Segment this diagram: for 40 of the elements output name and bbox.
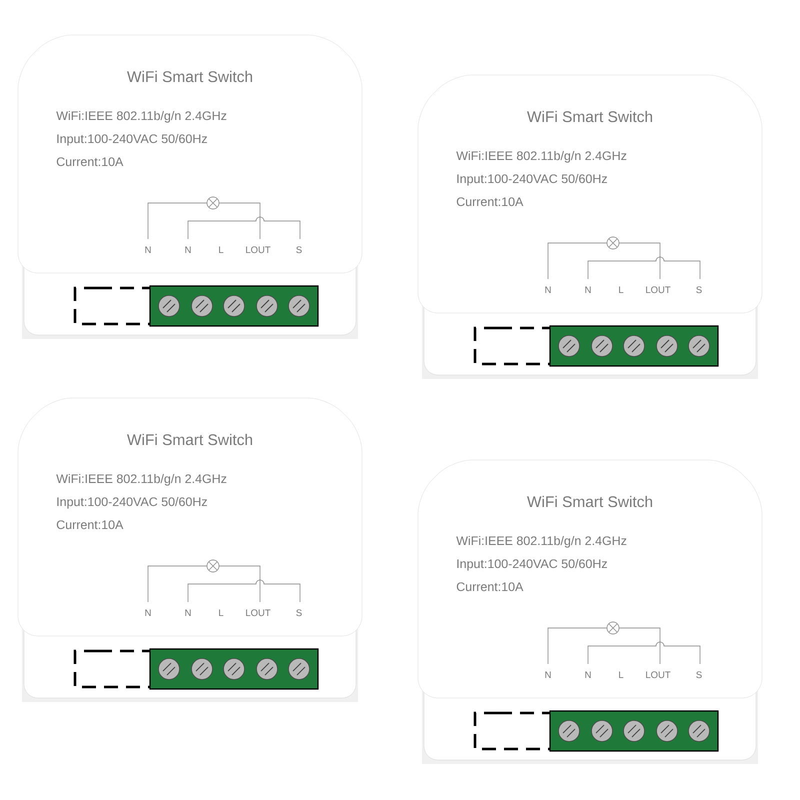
spec-text: Input:100-240VAC 50/60Hz xyxy=(457,558,607,571)
spec-text: Current:10A xyxy=(56,157,124,166)
spec-text: WiFi:IEEE 802.11b/g/n 2.4GHz xyxy=(56,110,226,123)
terminal-label: N xyxy=(185,246,191,253)
module-title: WiFi Smart Switch xyxy=(127,434,252,446)
terminal-label: N xyxy=(145,610,151,616)
terminal-label: S xyxy=(296,246,302,254)
terminal-label: L xyxy=(219,246,224,253)
terminal-label: LOUT xyxy=(246,246,270,254)
spec-text: Input:100-240VAC 50/60Hz xyxy=(57,134,207,146)
terminal-label: N xyxy=(545,672,551,678)
terminal-label: S xyxy=(296,609,302,616)
spec-text: WiFi:IEEE 802.11b/g/n 2.4GHz xyxy=(456,150,626,163)
spec-text: Current:10A xyxy=(456,197,524,206)
spec-text: Input:100-240VAC 50/60Hz xyxy=(457,174,607,186)
spec-text: Current:10A xyxy=(456,582,524,592)
switch-module xyxy=(418,74,762,379)
switch-module xyxy=(418,460,762,764)
module-title: WiFi Smart Switch xyxy=(527,110,652,122)
terminal-label: N xyxy=(585,286,591,293)
spec-text: WiFi:IEEE 802.11b/g/n 2.4GHz xyxy=(56,474,226,486)
spec-text: WiFi:IEEE 802.11b/g/n 2.4GHz xyxy=(456,536,626,548)
terminal-label: S xyxy=(696,671,702,678)
switch-module xyxy=(18,34,362,339)
terminal-label: L xyxy=(619,286,624,293)
spec-text: Input:100-240VAC 50/60Hz xyxy=(57,496,207,509)
terminal-label: L xyxy=(619,672,624,678)
terminal-label: N xyxy=(545,286,551,293)
terminal-label: LOUT xyxy=(646,286,670,294)
terminal-label: L xyxy=(219,610,224,616)
terminal-label: N xyxy=(145,246,151,253)
module-title: WiFi Smart Switch xyxy=(527,496,652,508)
spec-text: Current:10A xyxy=(56,520,124,530)
terminal-label: LOUT xyxy=(246,609,270,616)
switch-module xyxy=(18,398,362,702)
terminal-label: N xyxy=(185,610,191,616)
terminal-label: S xyxy=(696,286,702,294)
module-title: WiFi Smart Switch xyxy=(127,70,252,82)
terminal-label: LOUT xyxy=(646,671,670,678)
terminal-label: N xyxy=(585,672,591,678)
